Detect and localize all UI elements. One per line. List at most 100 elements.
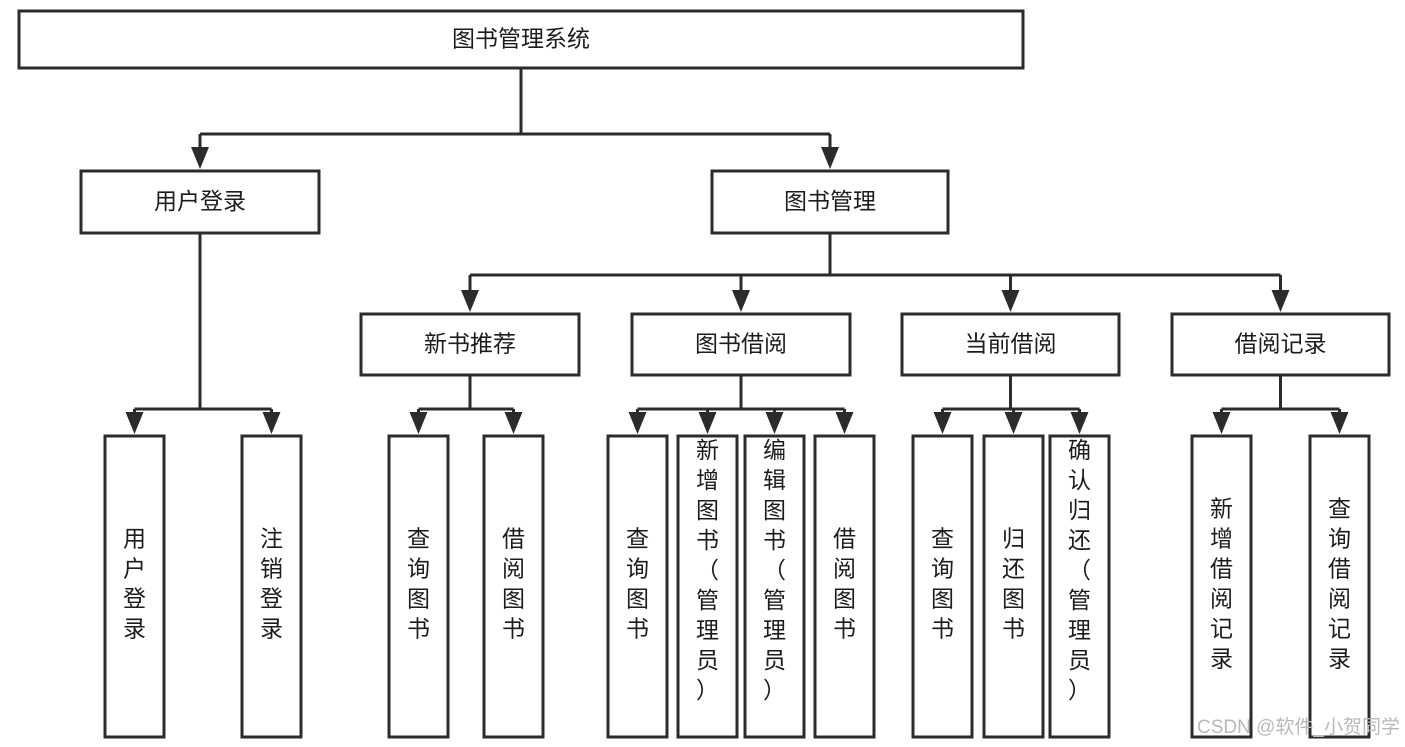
svg-text:录: 录 bbox=[123, 616, 146, 642]
svg-text:书: 书 bbox=[931, 616, 954, 642]
svg-text:询: 询 bbox=[931, 556, 954, 582]
node-box-leaf-edit-book[interactable] bbox=[743, 434, 806, 739]
node-box-leaf-add-book[interactable] bbox=[676, 434, 739, 739]
svg-text:询: 询 bbox=[1328, 526, 1351, 552]
svg-text:图: 图 bbox=[502, 586, 525, 612]
svg-text:阅: 阅 bbox=[833, 556, 856, 582]
node-box-new-book-recommend[interactable] bbox=[359, 312, 581, 377]
node-box-leaf-user-login[interactable] bbox=[103, 434, 166, 739]
svg-text:（: （ bbox=[1068, 557, 1091, 583]
svg-text:书: 书 bbox=[833, 616, 856, 642]
svg-text:记: 记 bbox=[1328, 616, 1351, 642]
arrow-head-icon bbox=[1001, 290, 1020, 312]
svg-text:管: 管 bbox=[696, 587, 719, 613]
arrow-head-icon bbox=[191, 147, 209, 169]
svg-text:员: 员 bbox=[696, 647, 719, 673]
node-label-book-borrow: 图书借阅 bbox=[695, 331, 787, 357]
svg-text:管: 管 bbox=[763, 587, 786, 613]
csdn-watermark: CSDN @软件_小贺同学 bbox=[1197, 716, 1400, 738]
svg-text:阅: 阅 bbox=[1210, 586, 1233, 612]
node-box-leaf-confirm-return[interactable] bbox=[1048, 434, 1111, 739]
svg-text:还: 还 bbox=[1002, 556, 1025, 582]
svg-text:管: 管 bbox=[1068, 587, 1091, 613]
node-label-current-borrow: 当前借阅 bbox=[965, 331, 1057, 357]
arrow-head-icon bbox=[125, 412, 144, 434]
svg-text:借: 借 bbox=[833, 526, 856, 552]
svg-text:理: 理 bbox=[763, 617, 786, 643]
arrow-head-icon bbox=[1212, 412, 1231, 434]
arrow-head-icon bbox=[1070, 412, 1089, 434]
svg-text:销: 销 bbox=[260, 556, 283, 582]
svg-text:理: 理 bbox=[696, 617, 719, 643]
svg-text:）: ） bbox=[696, 677, 719, 703]
svg-text:还: 还 bbox=[1068, 527, 1091, 553]
node-box-leaf-query-book-new[interactable] bbox=[387, 434, 450, 739]
svg-text:查: 查 bbox=[407, 526, 430, 552]
svg-text:（: （ bbox=[696, 557, 719, 583]
arrow-head-icon bbox=[765, 412, 784, 434]
svg-text:书: 书 bbox=[407, 616, 430, 642]
arrow-head-icon bbox=[409, 412, 428, 434]
svg-text:录: 录 bbox=[260, 616, 283, 642]
node-box-book-management[interactable] bbox=[710, 169, 950, 235]
svg-text:询: 询 bbox=[626, 556, 649, 582]
svg-text:员: 员 bbox=[1068, 647, 1091, 673]
node-box-borrow-record[interactable] bbox=[1170, 312, 1391, 377]
svg-text:归: 归 bbox=[1002, 526, 1025, 552]
arrow-head-icon bbox=[732, 290, 750, 312]
svg-text:书: 书 bbox=[763, 527, 786, 553]
node-box-leaf-add-record[interactable] bbox=[1190, 434, 1253, 739]
svg-text:（: （ bbox=[763, 557, 786, 583]
svg-text:记: 记 bbox=[1210, 616, 1233, 642]
svg-text:图: 图 bbox=[1002, 586, 1025, 612]
svg-text:）: ） bbox=[763, 677, 786, 703]
svg-text:新: 新 bbox=[696, 437, 719, 463]
svg-text:阅: 阅 bbox=[1328, 586, 1351, 612]
arrow-head-icon bbox=[1271, 290, 1290, 312]
svg-text:借: 借 bbox=[502, 526, 525, 552]
svg-text:）: ） bbox=[1068, 677, 1091, 703]
arrow-head-icon bbox=[698, 412, 717, 434]
svg-text:书: 书 bbox=[626, 616, 649, 642]
node-box-leaf-query-book-borrow[interactable] bbox=[606, 434, 669, 739]
node-box-leaf-query-record[interactable] bbox=[1308, 434, 1371, 739]
node-box-leaf-borrow-book-new[interactable] bbox=[482, 434, 545, 739]
svg-text:图: 图 bbox=[696, 497, 719, 523]
arrow-head-icon bbox=[933, 412, 952, 434]
node-label-borrow-record: 借阅记录 bbox=[1235, 331, 1327, 357]
arrow-head-icon bbox=[1330, 412, 1349, 434]
node-box-leaf-query-book-current[interactable] bbox=[911, 434, 974, 739]
svg-text:理: 理 bbox=[1068, 617, 1091, 643]
arrow-head-icon bbox=[835, 412, 854, 434]
svg-text:书: 书 bbox=[1002, 616, 1025, 642]
svg-text:图: 图 bbox=[407, 586, 430, 612]
node-box-user-login[interactable] bbox=[79, 169, 321, 235]
svg-text:登: 登 bbox=[123, 586, 146, 612]
svg-text:图: 图 bbox=[931, 586, 954, 612]
node-labels: 图书管理系统用户登录图书管理新书推荐图书借阅当前借阅借阅记录用户登录注销登录查询… bbox=[123, 26, 1351, 703]
svg-text:用: 用 bbox=[123, 526, 146, 552]
node-box-leaf-borrow-book[interactable] bbox=[813, 434, 876, 739]
node-box-current-borrow[interactable] bbox=[900, 312, 1121, 377]
node-box-leaf-return-book[interactable] bbox=[982, 434, 1045, 739]
node-box-root[interactable] bbox=[17, 9, 1025, 70]
arrow-head-icon bbox=[504, 412, 523, 434]
node-box-book-borrow[interactable] bbox=[630, 312, 852, 377]
node-box-leaf-logout[interactable] bbox=[240, 434, 303, 739]
arrow-head-icon bbox=[628, 412, 647, 434]
svg-text:增: 增 bbox=[696, 467, 719, 493]
svg-text:询: 询 bbox=[407, 556, 430, 582]
svg-text:借: 借 bbox=[1210, 556, 1233, 582]
connector-lines bbox=[125, 68, 1349, 434]
node-label-user-login: 用户登录 bbox=[154, 188, 246, 214]
svg-text:确: 确 bbox=[1068, 437, 1091, 463]
svg-text:编: 编 bbox=[763, 437, 786, 463]
node-boxes bbox=[17, 9, 1391, 739]
